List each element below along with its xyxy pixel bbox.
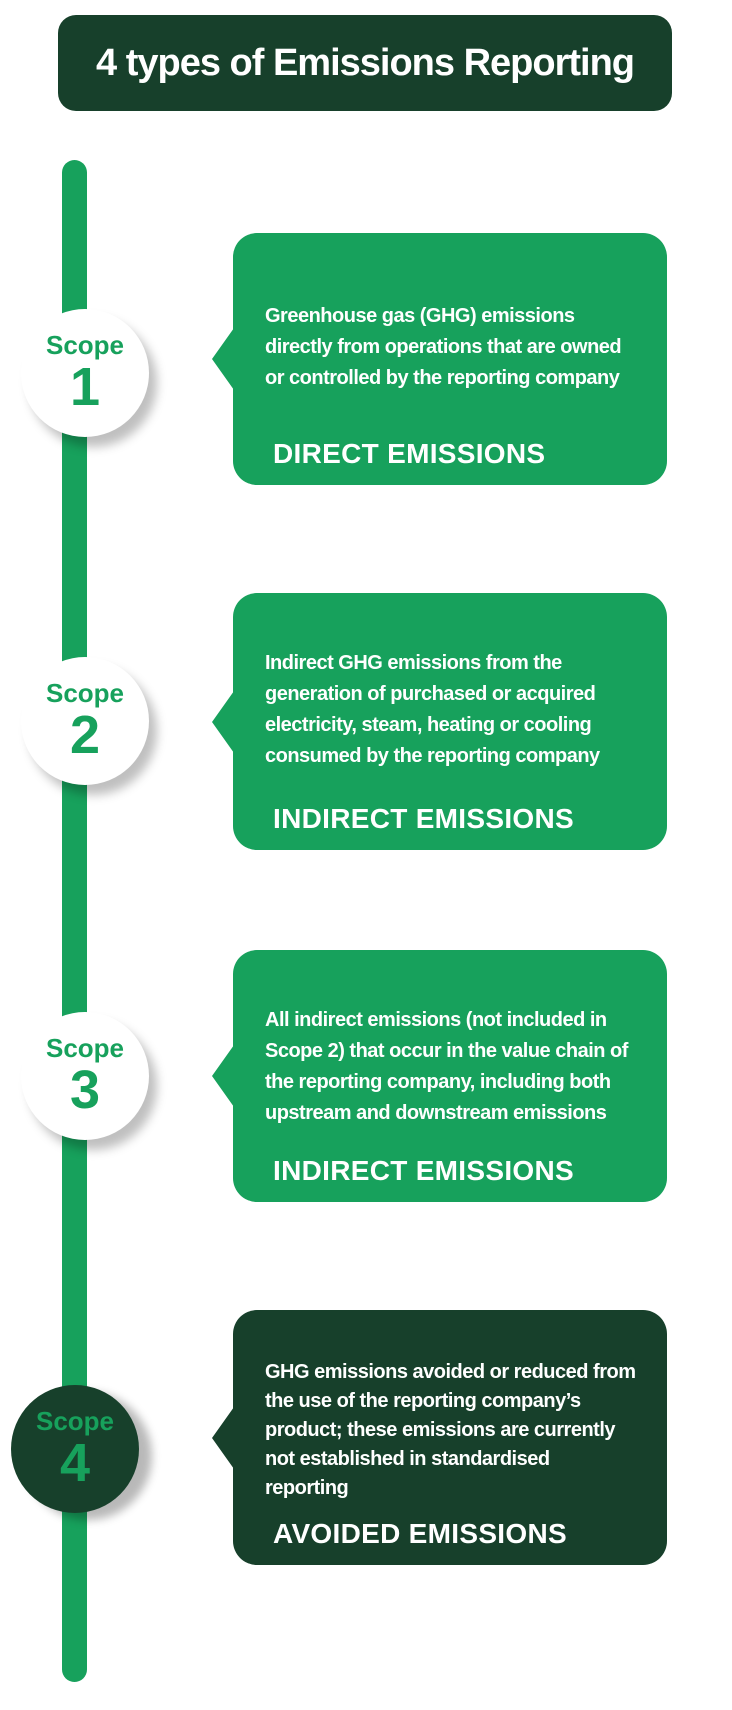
scope-1-marker: Scope 1	[21, 309, 149, 437]
scope-3-description: All indirect emissions (not included in …	[265, 1009, 628, 1124]
scope-1-label: Scope	[45, 330, 125, 361]
scope-4-marker: Scope 4	[11, 1385, 139, 1513]
scope-2-card: Indirect GHG emissions from the generati…	[233, 593, 667, 850]
scope-4-card: GHG emissions avoided or reduced from th…	[233, 1310, 667, 1565]
scope-3-marker: Scope 3	[21, 1012, 149, 1140]
scope-2-label: Scope	[45, 678, 125, 709]
scope-1-number: 1	[69, 356, 101, 417]
scope-1-category-label: DIRECT EMISSIONS	[273, 438, 546, 469]
scope-2-description: Indirect GHG emissions from the generati…	[265, 652, 600, 767]
scope-4-category-label: AVOIDED EMISSIONS	[273, 1518, 567, 1549]
scope-4-description: GHG emissions avoided or reduced from th…	[265, 1361, 636, 1499]
scope-2-number: 2	[69, 704, 101, 765]
scope-3-number: 3	[69, 1059, 101, 1120]
scope-3-label: Scope	[45, 1033, 125, 1064]
page-title: 4 types of Emissions Reporting	[96, 41, 635, 84]
scope-2-category-label: INDIRECT EMISSIONS	[273, 803, 574, 834]
scope-2-marker: Scope 2	[21, 657, 149, 785]
scope-1-card: Greenhouse gas (GHG) emissions directly …	[233, 233, 667, 485]
title-banner: 4 types of Emissions Reporting	[58, 15, 672, 111]
scope-3-card: All indirect emissions (not included in …	[233, 950, 667, 1202]
scope-1-description: Greenhouse gas (GHG) emissions directly …	[265, 305, 622, 389]
scope-4-label: Scope	[35, 1406, 115, 1437]
scope-3-category-label: INDIRECT EMISSIONS	[273, 1155, 574, 1186]
scope-4-number: 4	[59, 1432, 91, 1493]
